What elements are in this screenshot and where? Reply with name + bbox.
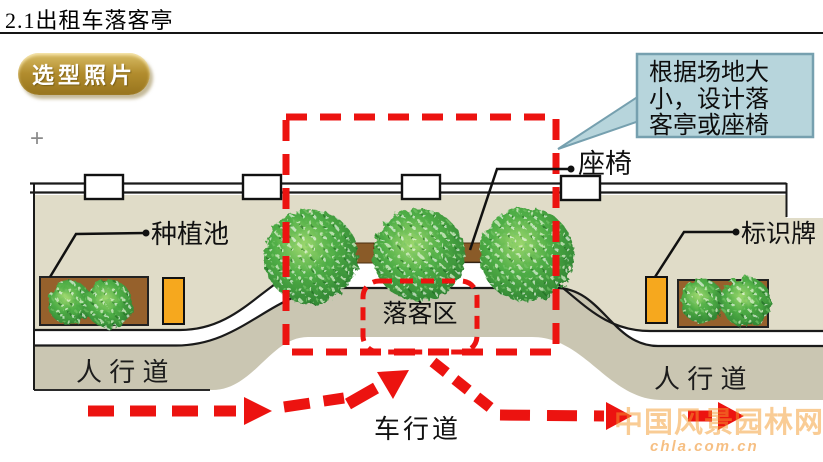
roadway-label: 车行道 [374, 414, 461, 444]
page-title: 2.1出租车落客亭 [5, 8, 174, 33]
fence-marker [559, 174, 602, 202]
tree [85, 280, 133, 328]
type-photo-badge[interactable]: 选型照片 [18, 53, 150, 95]
watermark-name: 中国风景园林网 [614, 406, 823, 439]
arrow-exit-dashes [499, 409, 605, 422]
arrow-up-shaft [345, 382, 379, 410]
annotations [48, 167, 736, 278]
leader-dot [732, 228, 740, 236]
diagram-labels: 座椅 种植池 标识牌 落客区 人 行 道 人 行 道 车行道 [76, 149, 816, 444]
tree [480, 208, 574, 302]
tree [264, 210, 358, 304]
sidewalk-right-label: 人 行 道 [654, 364, 746, 394]
sidewalk-left-label: 人 行 道 [76, 357, 168, 387]
tree [680, 279, 724, 323]
leader-planting-pool [48, 231, 147, 278]
watermark-site: chla.com.cn [650, 438, 759, 455]
fence-marker [83, 173, 125, 201]
callout-line-2: 小，设计落 [649, 86, 769, 113]
callout-line-3: 客亭或座椅 [649, 112, 769, 139]
highlight-zone-box [282, 113, 560, 356]
fence-markers [83, 173, 602, 202]
leader-dot [567, 165, 575, 173]
title-underline [0, 32, 823, 34]
annotation-dots [142, 165, 740, 237]
callout-box [635, 52, 815, 139]
traffic-arrows [88, 357, 744, 430]
ground-areas [30, 182, 823, 400]
dropoff-zone-box [360, 278, 480, 355]
seat-label: 座椅 [578, 149, 632, 179]
trees [48, 208, 771, 328]
arrow-exit-diagonal [429, 357, 496, 414]
arrow-head-right [718, 402, 744, 430]
dropoff-zone-label: 落客区 [382, 300, 457, 328]
sign-post-right [645, 276, 668, 324]
sign-post-left [162, 277, 185, 325]
tree [48, 281, 92, 325]
leader-dot [142, 229, 150, 237]
sign-board-label: 标识牌 [741, 220, 816, 248]
leader-sign-board [653, 230, 736, 278]
fence-marker [241, 173, 283, 201]
fence-marker [400, 173, 442, 201]
arrow-head-right [244, 397, 272, 425]
plus-mark: + [30, 125, 44, 152]
arrow-head-up-right [377, 370, 409, 399]
tree [721, 277, 771, 327]
pedestrian-way-area [34, 288, 823, 400]
arrow-head-right [606, 402, 632, 430]
callout-line-1: 根据场地大 [649, 59, 769, 86]
watermark: 中国风景园林网 chla.com.cn [614, 406, 823, 455]
upper-sidewalk-area [34, 195, 823, 331]
arrow-entry-dashes2 [283, 392, 345, 413]
callout-tail [557, 92, 643, 150]
planting-pool-label: 种植池 [151, 219, 229, 249]
tree [373, 209, 465, 301]
leader-seat [468, 167, 571, 251]
callout-bubble: 根据场地大 小，设计落 客亭或座椅 [557, 52, 815, 150]
